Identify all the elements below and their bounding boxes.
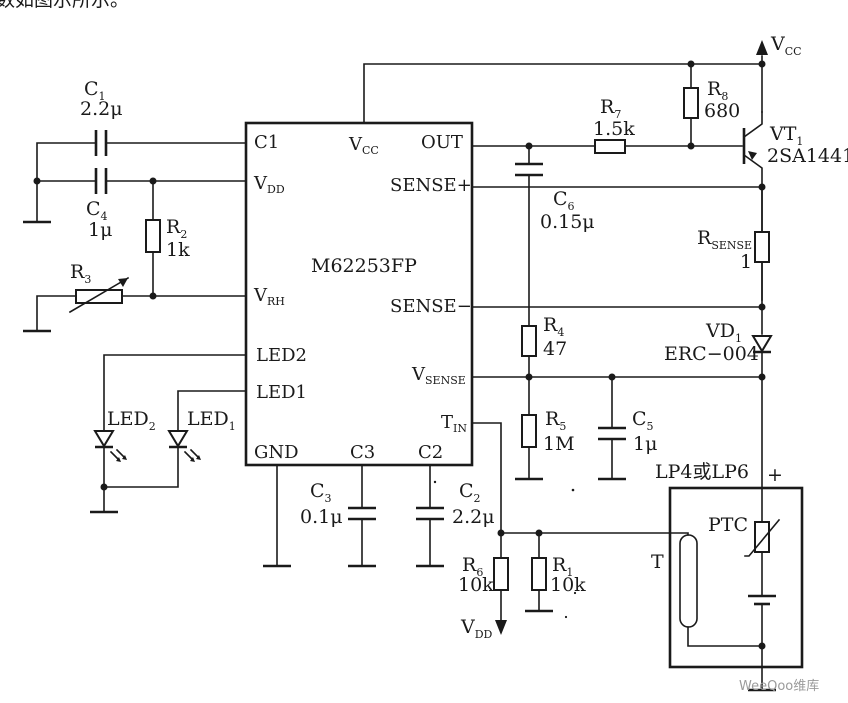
pin-label-sense-plus: SENSE+ <box>390 175 472 196</box>
r8-value: 680 <box>704 100 740 122</box>
r4-value: 47 <box>543 338 567 360</box>
battery-pack-plus: + <box>767 464 783 486</box>
r4-name: R4 <box>543 314 564 339</box>
rsense-value: 1 <box>740 251 752 273</box>
vt1-name: VT1 <box>769 123 803 148</box>
pin-label-out: OUT <box>421 132 463 153</box>
c4-name: C4 <box>86 198 108 223</box>
c6-name: C6 <box>553 188 575 213</box>
pin-label-c2: C2 <box>418 442 443 463</box>
battery-cell-icon <box>748 594 776 606</box>
c2-name: C2 <box>459 480 481 505</box>
thermistor-t <box>679 534 698 628</box>
left-network: C1 2.2μ C4 1μ R2 1k R3 <box>23 78 247 514</box>
pin-label-led1: LED1 <box>256 382 307 403</box>
resistor-r2 <box>145 219 161 253</box>
vt1-value: 2SA1441 <box>767 145 848 167</box>
resistor-r5 <box>521 414 537 448</box>
vdd-arrow-icon <box>495 620 507 635</box>
resistor-r4 <box>521 325 537 357</box>
variable-resistor-r3 <box>75 289 123 304</box>
thermistor-name: T <box>651 551 664 573</box>
c2-value: 2.2μ <box>452 506 495 528</box>
r7-name: R7 <box>600 96 621 121</box>
r5-name: R5 <box>545 408 566 433</box>
led2-icon <box>93 430 127 462</box>
resistor-r6 <box>493 557 509 591</box>
right-network: VCC R8 680 R7 1.5k VT1 2SA1441 C6 0.15μ <box>363 33 848 692</box>
battery-pack-name: LP4或LP6 <box>655 461 749 483</box>
r7-value: 1.5k <box>593 118 635 140</box>
r2-value: 1k <box>166 239 190 261</box>
ic-m62253fp: M62253FP C1 VCC OUT VDD SENSE+ VRH SENSE… <box>244 121 474 467</box>
r1-value: 10k <box>550 574 586 596</box>
pin-label-vcc: VCC <box>348 134 379 157</box>
vcc-arrow-icon <box>756 40 768 55</box>
vcc-supply-label: VCC <box>770 33 802 58</box>
pin-label-vdd: VDD <box>253 173 285 196</box>
r6-name: R6 <box>462 554 483 579</box>
c1-name: C1 <box>84 78 106 103</box>
led2-name: LED2 <box>107 408 156 433</box>
led1-icon <box>167 430 201 462</box>
c6-value: 0.15μ <box>540 211 595 233</box>
vd1-value: ERC−004 <box>664 343 759 365</box>
r1-name: R1 <box>552 554 573 579</box>
r3-name: R3 <box>70 261 91 286</box>
resistor-rsense <box>754 231 770 263</box>
diode-vd1-icon <box>751 335 773 354</box>
vd1-name: VD1 <box>705 320 742 345</box>
pin-label-led2: LED2 <box>256 345 307 366</box>
pin-label-c1: C1 <box>254 132 279 153</box>
pin-label-gnd: GND <box>254 442 299 463</box>
pin-label-sense-minus: SENSE− <box>390 296 472 317</box>
watermark-logo: WeeQoo维库 <box>739 678 819 694</box>
r8-name: R8 <box>707 78 728 103</box>
c1-value: 2.2μ <box>80 98 123 120</box>
resistor-r1 <box>531 557 547 591</box>
r6-value: 10k <box>458 574 494 596</box>
ic-body <box>244 121 474 467</box>
vdd-arrow-label: VDD <box>460 616 493 641</box>
c3-value: 0.1μ <box>300 506 343 528</box>
c5-value: 1μ <box>633 433 657 455</box>
bottom-network: C3 0.1μ C2 2.2μ R6 10k R1 10k VDD <box>263 422 689 641</box>
svg-text:WeeQoo维库: WeeQoo维库 <box>739 678 819 694</box>
resistor-r8 <box>683 87 699 119</box>
r5-value: 1M <box>543 433 575 455</box>
ptc-name: PTC <box>708 514 748 536</box>
pin-label-c3: C3 <box>350 442 375 463</box>
header-fragment: 数如图示所示。 <box>0 0 129 11</box>
pin-label-vsense: VSENSE <box>411 364 466 387</box>
pin-label-vrh: VRH <box>253 285 285 308</box>
resistor-r7 <box>594 139 626 154</box>
c3-name: C3 <box>310 480 332 505</box>
c4-value: 1μ <box>88 219 112 241</box>
c5-name: C5 <box>632 408 654 433</box>
battery-pack-box <box>668 486 804 669</box>
ic-part-number: M62253FP <box>311 255 417 277</box>
rsense-name: RSENSE <box>697 227 752 252</box>
pin-label-tin: TIN <box>441 412 467 435</box>
led1-name: LED1 <box>187 408 236 433</box>
r2-name: R2 <box>166 216 187 241</box>
